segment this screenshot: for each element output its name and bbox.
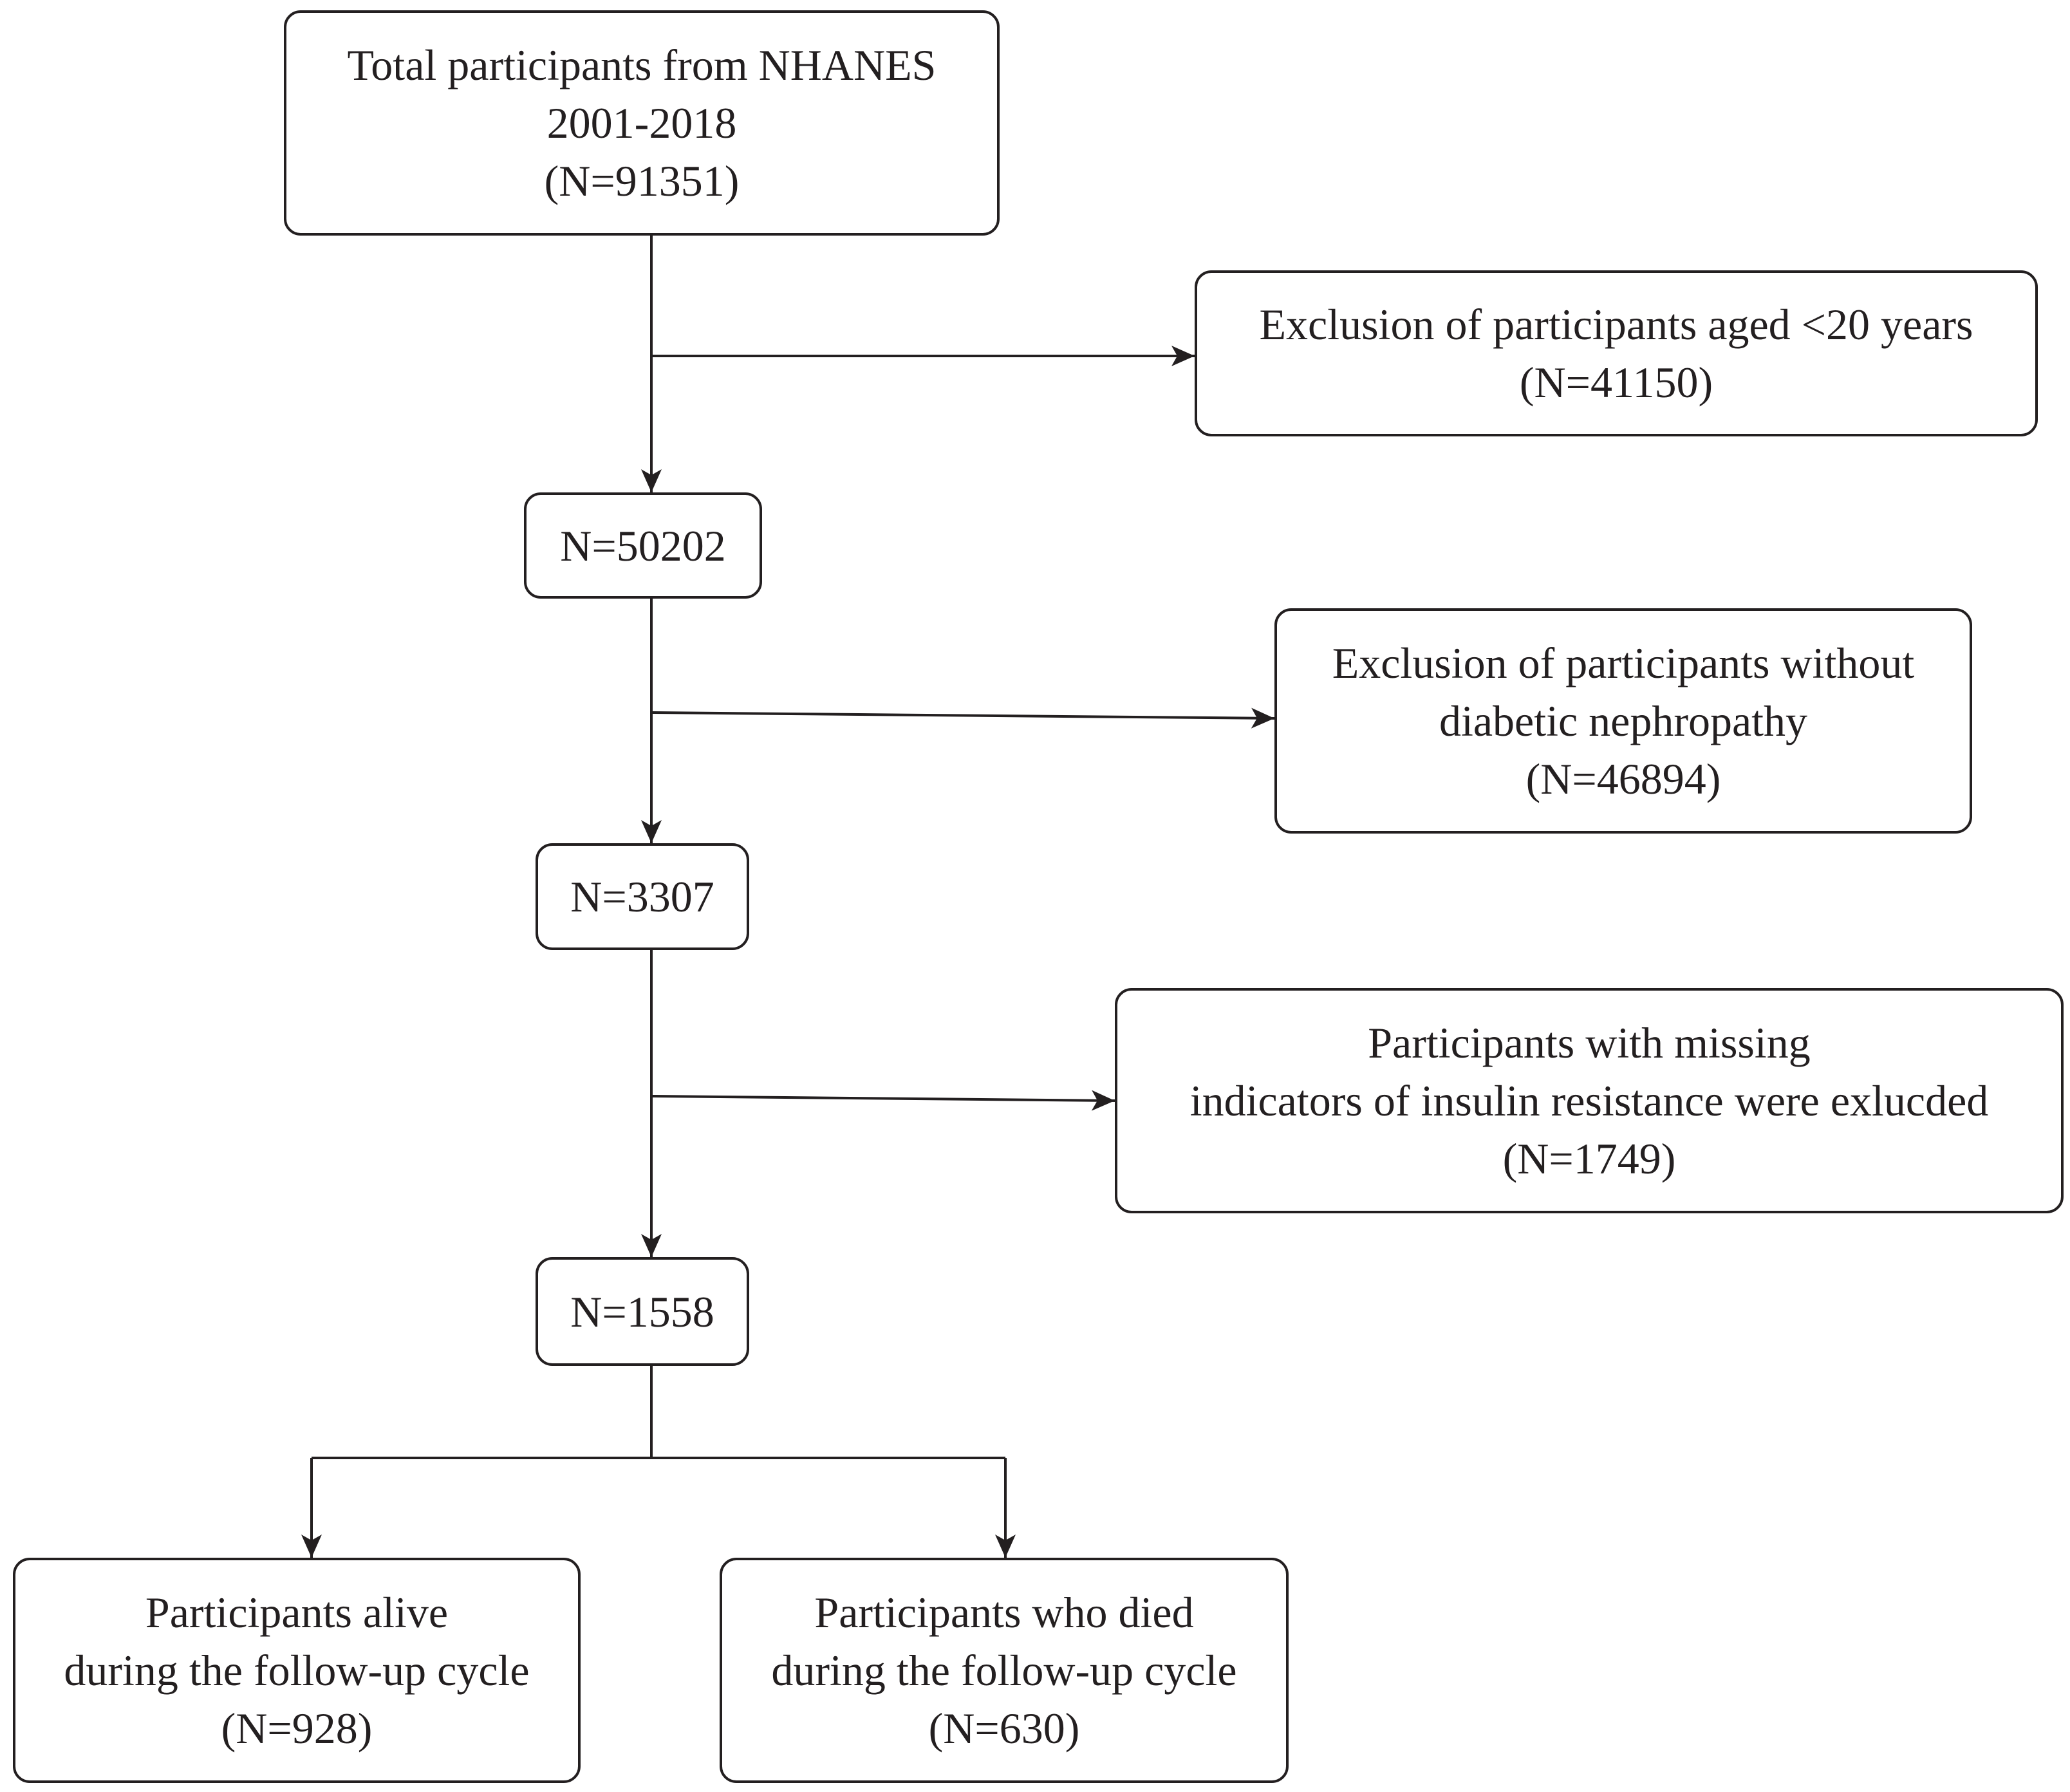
exclusion-insulin-resistance-box: Participants with missing indicators of … xyxy=(1115,988,2064,1213)
n-50202-box: N=50202 xyxy=(524,492,762,599)
exclusion-dn-line-2: diabetic nephropathy xyxy=(1439,696,1808,745)
exclusion-ir-line-1: Participants with missing xyxy=(1368,1018,1811,1067)
alive-line-1: Participants alive xyxy=(145,1588,449,1637)
alive-line-3: (N=928) xyxy=(221,1704,373,1753)
alive-line-2: during the follow-up cycle xyxy=(64,1646,530,1695)
exclusion-ir-line-2: indicators of insulin resistance were ex… xyxy=(1189,1076,1989,1125)
exclusion-age-box: Exclusion of participants aged <20 years… xyxy=(1195,270,2038,436)
total-participants-line-2: 2001-2018 xyxy=(546,98,737,147)
arrow-to-exclusion-dn xyxy=(651,707,1275,729)
arrow-to-exclusion-ir xyxy=(651,1090,1115,1111)
participants-alive-box: Participants alive during the follow-up … xyxy=(13,1558,581,1783)
participants-died-box: Participants who died during the follow-… xyxy=(720,1558,1289,1783)
exclusion-dn-line-1: Exclusion of participants without xyxy=(1332,639,1915,687)
n-3307-label: N=3307 xyxy=(570,872,714,921)
exclusion-dn-line-3: (N=46894) xyxy=(1525,754,1721,803)
n-1558-label: N=1558 xyxy=(570,1287,714,1336)
n-1558-box: N=1558 xyxy=(536,1257,749,1366)
exclusion-age-line-2: (N=41150) xyxy=(1519,358,1713,407)
total-participants-line-3: (N=91351) xyxy=(544,156,740,205)
died-line-2: during the follow-up cycle xyxy=(771,1646,1237,1695)
exclusion-age-line-1: Exclusion of participants aged <20 years xyxy=(1259,300,1973,349)
exclusion-diabetic-nephropathy-box: Exclusion of participants without diabet… xyxy=(1274,608,1972,834)
died-line-3: (N=630) xyxy=(928,1704,1080,1753)
n-3307-box: N=3307 xyxy=(536,843,749,950)
died-line-1: Participants who died xyxy=(814,1588,1194,1637)
n-50202-label: N=50202 xyxy=(560,521,726,570)
total-participants-line-1: Total participants from NHANES xyxy=(347,41,937,89)
total-participants-box: Total participants from NHANES 2001-2018… xyxy=(284,10,1000,236)
exclusion-ir-line-3: (N=1749) xyxy=(1502,1134,1676,1183)
